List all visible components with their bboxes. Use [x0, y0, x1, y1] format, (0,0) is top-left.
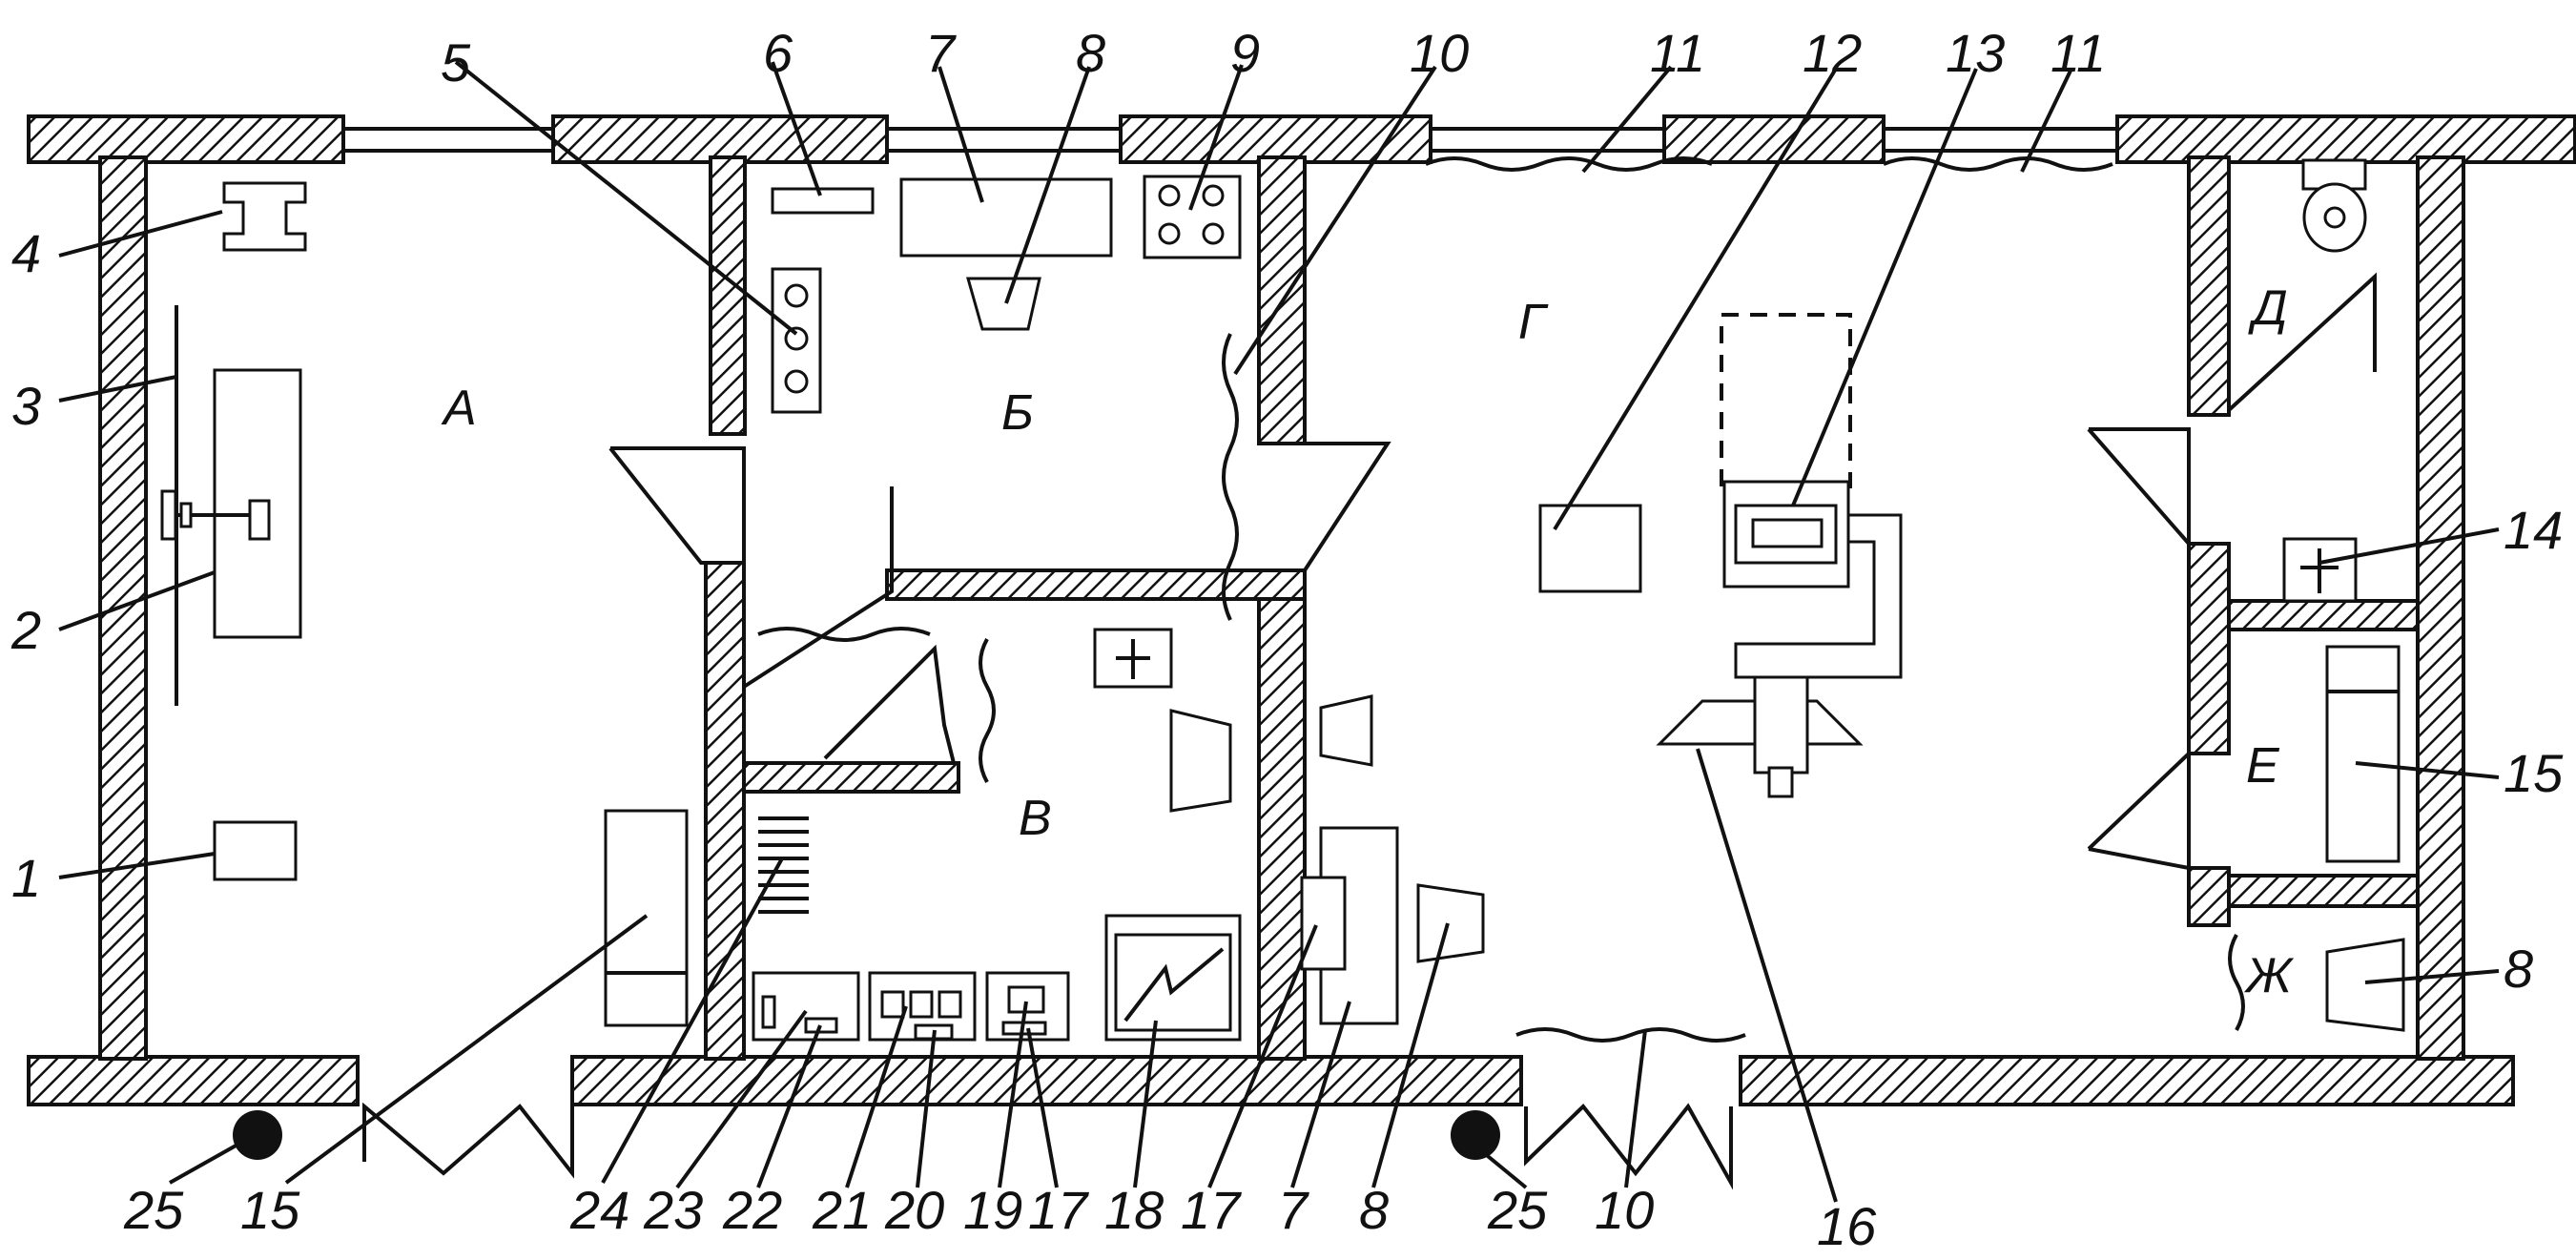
callout-2: 2 [10, 600, 41, 660]
callout-23: 23 [643, 1180, 703, 1240]
room-label-v: В [1019, 791, 1052, 846]
callout-17-right: 17 [1181, 1180, 1242, 1240]
callout-1: 1 [11, 848, 41, 908]
callout-10-top: 10 [1410, 23, 1469, 83]
room-label-d: Д [2248, 280, 2288, 336]
callout-6: 6 [763, 23, 793, 83]
callout-16: 16 [1817, 1196, 1877, 1256]
room-label-e: Е [2246, 738, 2280, 794]
callout-8-top: 8 [1076, 23, 1105, 83]
windows [343, 127, 2117, 153]
callout-8-right: 8 [2504, 939, 2533, 999]
callout-14: 14 [2504, 500, 2563, 560]
callout-18: 18 [1104, 1180, 1164, 1240]
callout-13: 13 [1946, 23, 2005, 83]
room-label-g: Г [1518, 295, 1549, 350]
callout-11-right: 11 [2050, 23, 2106, 83]
room-labels: А Б В Г Д Е Ж [441, 280, 2295, 1003]
callout-4: 4 [11, 223, 41, 283]
doors [362, 272, 2377, 1190]
callout-7-bottom: 7 [1278, 1180, 1309, 1240]
callout-15-bottom: 15 [240, 1180, 300, 1240]
curtains [757, 156, 2245, 1043]
equipment [160, 158, 2405, 1160]
room-label-a: А [441, 381, 477, 436]
callout-5: 5 [441, 32, 471, 93]
callout-20: 20 [884, 1180, 944, 1240]
callout-25-left: 25 [123, 1180, 184, 1240]
room-label-zh: Ж [2243, 948, 2295, 1003]
callout-8-bottom: 8 [1359, 1180, 1389, 1240]
callout-21: 21 [812, 1180, 872, 1240]
callout-11-left: 11 [1650, 23, 1705, 83]
callout-19: 19 [963, 1180, 1022, 1240]
callout-3: 3 [11, 376, 41, 436]
room-label-b: Б [1001, 385, 1034, 441]
callout-7-top: 7 [925, 23, 957, 83]
callout-24: 24 [569, 1180, 629, 1240]
callout-9: 9 [1230, 23, 1260, 83]
leader-lines [58, 60, 2500, 1203]
callout-25-right: 25 [1487, 1180, 1548, 1240]
callout-15-right: 15 [2504, 743, 2564, 803]
walls [27, 114, 2576, 1106]
callout-numbers: 1 2 3 4 5 6 7 8 9 10 11 12 13 11 14 15 8… [10, 23, 2564, 1256]
callout-12: 12 [1803, 23, 1862, 83]
callout-22: 22 [722, 1180, 782, 1240]
callout-10-bottom: 10 [1595, 1180, 1654, 1240]
callout-17-left: 17 [1028, 1180, 1089, 1240]
